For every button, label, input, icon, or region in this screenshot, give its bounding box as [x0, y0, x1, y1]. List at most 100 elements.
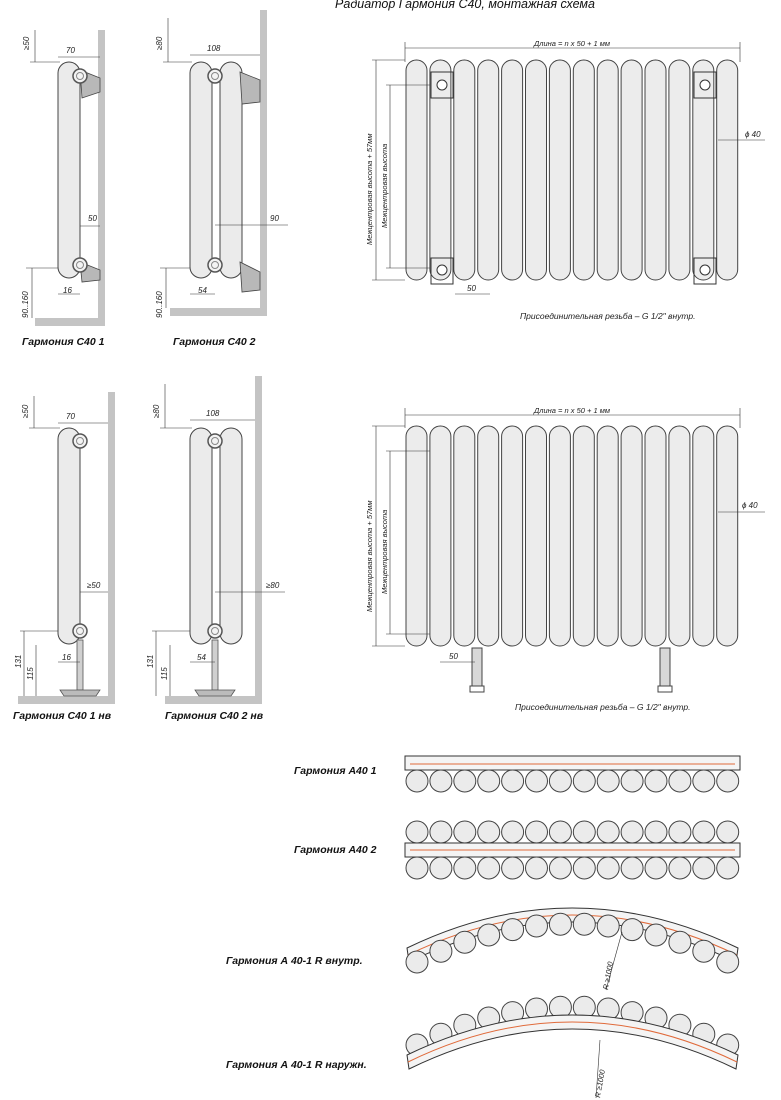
radiator-column	[692, 425, 715, 647]
tube-section	[477, 769, 501, 793]
floor-stand-base	[194, 689, 236, 697]
dim-width: 108	[206, 409, 220, 418]
side-view-c40-2-nv: ≥80 108 ≥80 54 131 115 Гармония С40 2 нв	[146, 376, 285, 722]
floor	[35, 318, 105, 326]
side-view-c40-1-nv: ≥50 70 ≥50 16 131 115 Гармония С40 1 нв	[13, 392, 115, 722]
tube-section	[644, 856, 668, 880]
tube-section	[668, 856, 692, 880]
caption-c40-1-nv: Гармония С40 1 нв	[13, 710, 112, 722]
tube-section	[477, 923, 501, 947]
wall	[108, 392, 115, 704]
tube-section	[429, 856, 453, 880]
tube-section	[644, 820, 668, 844]
tube-section	[548, 856, 572, 880]
top-bracket-left	[430, 71, 454, 99]
port-icon	[699, 264, 711, 276]
caption-c40-2-nv: Гармония С40 2 нв	[165, 710, 264, 722]
tube-section	[525, 856, 548, 880]
connection-port	[72, 433, 88, 449]
radiator-column	[572, 425, 595, 647]
tube-section	[620, 820, 644, 844]
dim-pipe-offset: 54	[197, 653, 206, 662]
dim-axis-height: 131	[14, 655, 23, 668]
tube-section	[525, 769, 548, 793]
dim-inner-height: Межцентровая высота	[380, 510, 389, 594]
tube-section	[620, 856, 644, 880]
tube-section	[668, 820, 692, 844]
tube-section	[620, 918, 644, 942]
tube-section	[644, 769, 668, 793]
dim-radius: R ≥1000	[593, 1068, 607, 1098]
tube-section	[453, 856, 477, 880]
tube-section	[668, 930, 692, 954]
top-view-a40-1-r-inner: Гармония А 40-1 R внутр. R ≥1000	[226, 907, 740, 990]
tube-section	[548, 820, 572, 844]
dim-floor-clearance: 90..160	[21, 291, 30, 318]
tube-section	[453, 820, 477, 844]
top-view-a40-1-r-outer: Гармония А 40-1 R наружн. R ≥1000	[226, 995, 740, 1098]
dim-width: 108	[207, 44, 221, 53]
radiator-column	[716, 425, 739, 647]
tube-section	[477, 820, 501, 844]
curved-header	[406, 1014, 739, 1070]
dim-floor-clearance: 90..160	[155, 291, 164, 318]
floor	[165, 696, 262, 704]
tube-section	[525, 820, 548, 844]
tube-section	[548, 912, 572, 936]
radiator-column	[716, 59, 739, 281]
floor-leg-right	[659, 647, 671, 689]
dim-top-clearance: ≥50	[21, 404, 30, 418]
radiator-column	[572, 59, 595, 281]
radiator-column	[596, 59, 619, 281]
tube-section	[572, 769, 596, 793]
tube-section	[501, 918, 525, 942]
top-view-a40-2: Гармония А40 2	[294, 820, 741, 880]
connection-port	[207, 433, 223, 449]
dim-outer-height: Межцентровая высота + 57мм	[365, 134, 374, 245]
radiator-tube	[57, 427, 81, 645]
radiator-tube-front	[189, 427, 213, 645]
tube-section	[453, 930, 477, 954]
dim-width: 70	[66, 412, 75, 421]
radiator-tube-front	[189, 61, 213, 279]
dim-axis-offset: ≥80	[266, 581, 280, 590]
caption-a40-1: Гармония А40 1	[294, 765, 377, 777]
tube-section	[644, 923, 668, 947]
dim-top-clearance: ≥80	[152, 404, 161, 418]
dim-bottom-height: 115	[26, 667, 35, 680]
caption-c40-1: Гармония С40 1	[22, 336, 105, 348]
tube-section	[668, 769, 692, 793]
tube-row	[405, 769, 740, 793]
tube-section	[692, 820, 716, 844]
radiator-columns	[405, 425, 739, 647]
radiator-column	[548, 59, 571, 281]
radiator-columns	[405, 59, 739, 281]
floor-stand	[76, 639, 84, 691]
connection-port	[207, 257, 223, 273]
port-icon	[699, 79, 711, 91]
floor-stand	[211, 639, 219, 691]
radiator-column	[548, 425, 571, 647]
radiator-column	[453, 59, 476, 281]
connection-port	[72, 257, 88, 273]
tube-section	[429, 820, 453, 844]
front-view-wall: Длина = n x 50 + 1 мм Межцентровая высот…	[365, 39, 765, 321]
radiator-column	[501, 425, 524, 647]
tube-section	[716, 950, 740, 974]
radiator-column	[644, 425, 667, 647]
tube-section	[548, 769, 572, 793]
tube-section	[596, 856, 620, 880]
radiator-column	[620, 425, 643, 647]
radiator-tube-back	[219, 427, 243, 645]
dim-pitch: 50	[467, 284, 476, 293]
top-view-a40-1: Гармония А40 1	[294, 755, 741, 793]
caption-a40-2: Гармония А40 2	[294, 844, 377, 856]
radiator-column	[525, 425, 547, 647]
dim-length: Длина = n x 50 + 1 мм	[533, 39, 610, 48]
radiator-column	[668, 59, 691, 281]
wall-bracket	[239, 261, 261, 293]
tube-section	[692, 769, 716, 793]
floor-stand-base	[59, 689, 101, 697]
tube-section	[453, 769, 477, 793]
